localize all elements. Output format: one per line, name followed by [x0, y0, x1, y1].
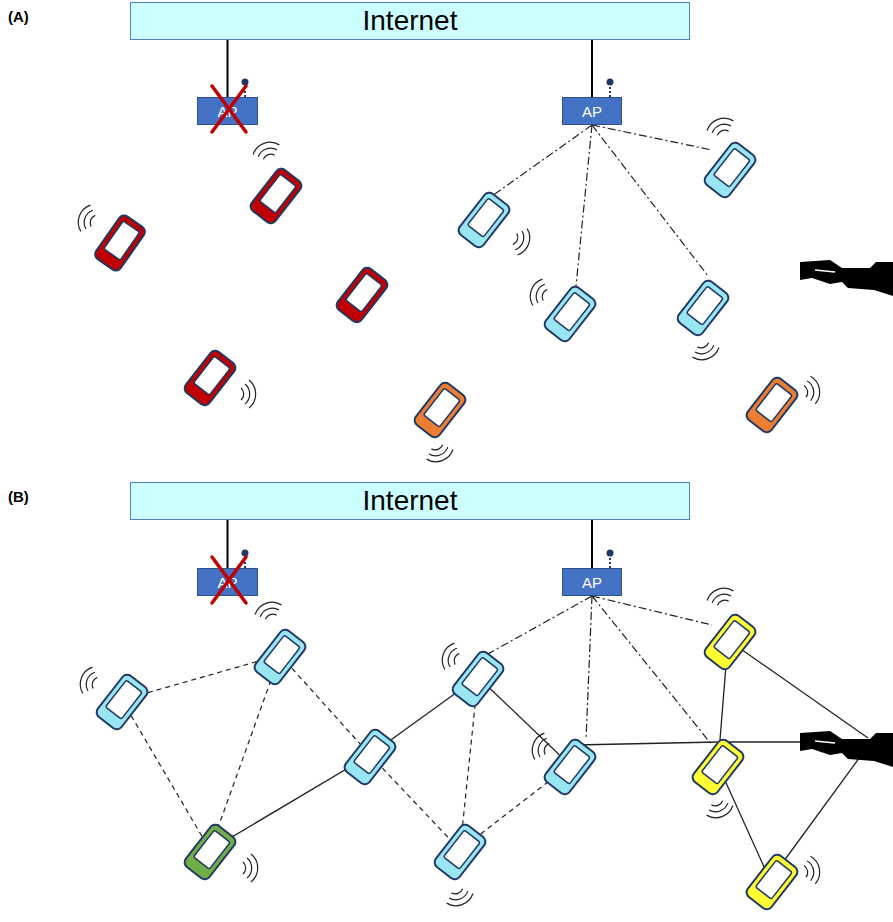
node-text: Internet — [363, 5, 458, 37]
access-point-box: AP — [197, 97, 258, 125]
access-point-box: AP — [197, 568, 258, 596]
panel-label: (B) — [8, 488, 29, 505]
node-text: AP — [217, 574, 237, 591]
node-text: AP — [217, 103, 237, 120]
uplink-line — [592, 40, 593, 97]
node-text: AP — [582, 574, 602, 591]
panel-label: (A) — [8, 8, 29, 25]
network-band: Internet — [130, 2, 690, 40]
access-point-box: AP — [562, 568, 622, 596]
uplink-line — [227, 40, 228, 97]
node-text: AP — [582, 103, 602, 120]
uplink-line — [227, 520, 228, 568]
node-text: Internet — [363, 485, 458, 517]
uplink-line — [592, 520, 593, 568]
network-band: Internet — [130, 482, 690, 520]
access-point-box: AP — [562, 97, 622, 125]
